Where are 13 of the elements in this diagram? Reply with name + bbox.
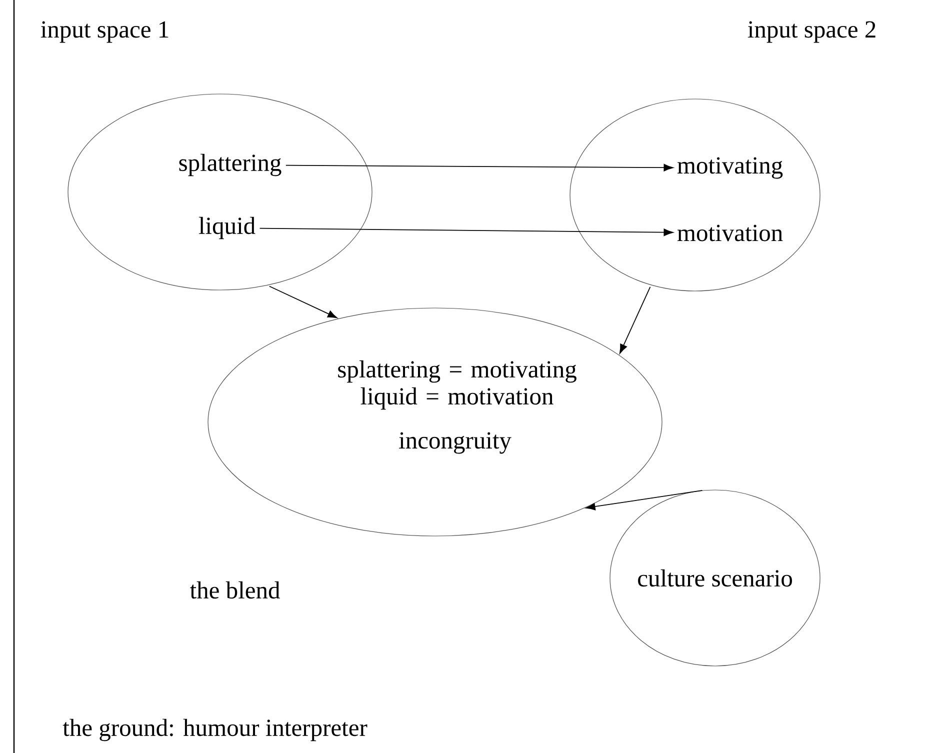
- text-label: liquid: [198, 216, 256, 240]
- arrow: [285, 164, 674, 172]
- text-label: motivation: [677, 224, 783, 242]
- arrow: [268, 286, 338, 318]
- node-label: input space 2: [748, 21, 876, 43]
- note-text: the blend: [190, 581, 280, 599]
- text-label: motivating: [677, 157, 783, 179]
- text-label: splattering: [179, 154, 282, 176]
- note-text: the ground: humour interpreter: [62, 718, 368, 742]
- arrow: [619, 286, 651, 354]
- arrow: [259, 228, 674, 236]
- node-label: input space 1: [40, 21, 168, 43]
- arrow: [586, 490, 703, 510]
